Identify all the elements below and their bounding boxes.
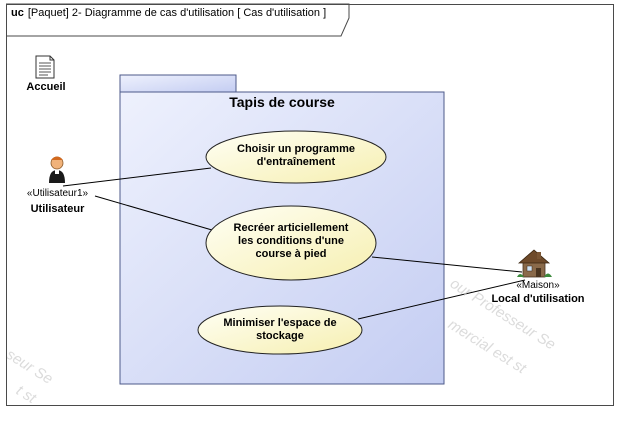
frame-header: uc[Paquet] 2- Diagramme de cas d'utilisa… xyxy=(6,4,326,23)
person-icon xyxy=(49,156,65,183)
diagram-frame xyxy=(6,4,614,406)
association-user-recreer[interactable] xyxy=(94,195,213,231)
local-stereotype: «Maison» xyxy=(516,280,560,291)
association-recreer-local[interactable] xyxy=(371,256,523,273)
local-name[interactable]: Local d'utilisation xyxy=(491,293,585,305)
association-minimiser-local[interactable] xyxy=(357,279,526,320)
user-stereotype: «Utilisateur1» xyxy=(26,188,89,199)
usecase-choisir-programme[interactable] xyxy=(205,130,387,184)
usecase-recreer-line1: Recréer articiellement xyxy=(233,222,349,234)
house-icon xyxy=(517,249,552,278)
usecase-choisir-text: Choisir un programme d'entraînement xyxy=(206,143,386,169)
usecase-minimiser-espace[interactable] xyxy=(197,305,363,355)
user-name[interactable]: Utilisateur xyxy=(30,203,85,215)
usecase-recreer-line3: course à pied xyxy=(255,248,327,260)
associations xyxy=(62,167,526,320)
package-name: Tapis de course xyxy=(229,94,335,110)
usecase-recreer-conditions[interactable] xyxy=(205,205,377,281)
usecase-recreer-line2: les conditions d'une xyxy=(238,235,344,247)
frame-keyword: uc xyxy=(11,7,24,19)
usecase-minimiser-text: Minimiser l'espace de stockage xyxy=(198,317,362,343)
usecase-choisir-line2: d'entraînement xyxy=(256,156,336,168)
usecase-choisir-line1: Choisir un programme xyxy=(237,143,355,155)
document-icon xyxy=(35,55,55,79)
frame-title: [Paquet] 2- Diagramme de cas d'utilisati… xyxy=(27,7,327,19)
accueil-label[interactable]: Accueil xyxy=(26,81,66,93)
usecase-minimiser-line2: stockage xyxy=(256,330,304,342)
usecase-minimiser-line1: Minimiser l'espace de xyxy=(223,317,337,329)
usecase-recreer-text: Recréer articiellement les conditions d'… xyxy=(206,222,376,261)
association-user-choisir[interactable] xyxy=(62,167,212,187)
